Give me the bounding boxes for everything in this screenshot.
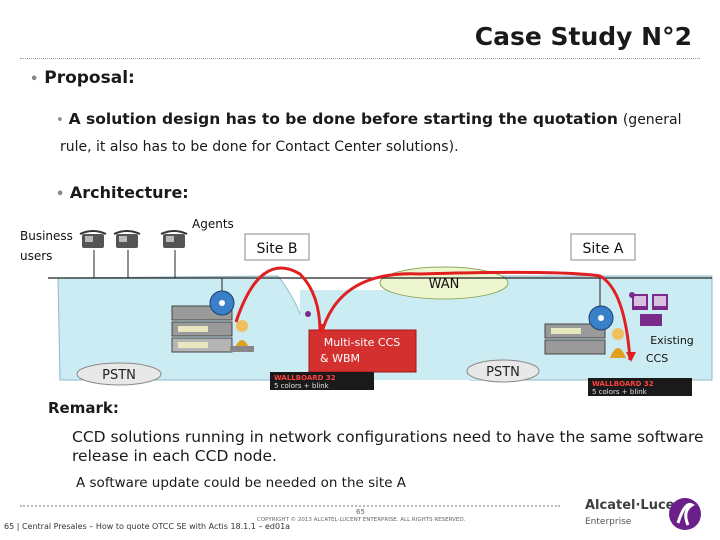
phone-icon bbox=[160, 230, 188, 248]
proposal-point-light-2: rule, it also has to be done for Contact… bbox=[60, 139, 459, 155]
phone-icon bbox=[79, 230, 107, 248]
existing-ccs-label-2: CCS bbox=[646, 352, 668, 365]
agent-icon bbox=[610, 328, 626, 358]
wan-label: WAN bbox=[429, 277, 460, 292]
svg-text:WALLBOARD 32: WALLBOARD 32 bbox=[274, 374, 336, 382]
multisite-ccs-label-2: & WBM bbox=[320, 352, 360, 365]
site-b-box bbox=[244, 233, 310, 261]
logo-subtitle: Enterprise bbox=[585, 517, 632, 527]
pstn-cloud-right bbox=[466, 359, 540, 383]
pstn-cloud-left bbox=[76, 362, 162, 386]
agents-label: Agents bbox=[192, 217, 234, 231]
remark-heading: Remark: bbox=[48, 399, 119, 417]
architecture-heading: • Architecture: bbox=[56, 183, 189, 202]
wallboard-right: WALLBOARD 32 5 colors + blink bbox=[588, 378, 692, 396]
logo-icon bbox=[669, 498, 701, 530]
bullet-icon: • bbox=[56, 113, 64, 128]
pstn-left-label: PSTN bbox=[102, 368, 136, 383]
svg-text:5 colors + blink: 5 colors + blink bbox=[592, 388, 648, 396]
pstn-right-label: PSTN bbox=[486, 365, 520, 380]
agent-icon bbox=[230, 320, 254, 352]
site-a-label: Site A bbox=[583, 241, 624, 257]
remark-text-2: A software update could be needed on the… bbox=[76, 475, 407, 491]
title-divider bbox=[20, 58, 700, 59]
proposal-heading-text: Proposal: bbox=[44, 68, 135, 88]
business-users-label-2: users bbox=[20, 249, 52, 263]
ccs-node-icon bbox=[629, 292, 635, 298]
site-link-left bbox=[234, 266, 322, 333]
site-b-label: Site B bbox=[257, 241, 298, 257]
footer-divider bbox=[20, 505, 560, 507]
svg-text:5 colors + blink: 5 colors + blink bbox=[274, 382, 330, 390]
proposal-point-light-1: (general bbox=[622, 112, 682, 128]
multisite-ccs-box bbox=[308, 329, 417, 373]
proposal-point-strong: A solution design has to be done before … bbox=[68, 110, 618, 128]
multisite-ccs-label: Multi-site CCS bbox=[324, 336, 401, 349]
wallboard-left: WALLBOARD 32 5 colors + blink bbox=[270, 372, 374, 390]
footer-text: 65 | Central Presales – How to quote OTC… bbox=[4, 522, 291, 531]
cd-disc-icon bbox=[209, 290, 235, 316]
phone-icon bbox=[113, 230, 141, 248]
bullet-icon: • bbox=[56, 187, 65, 202]
ccs-server-icon bbox=[632, 294, 668, 326]
existing-ccs-label: Existing bbox=[650, 334, 694, 347]
remark-text-1: CCD solutions running in network configu… bbox=[72, 428, 704, 465]
page-number: 65 bbox=[356, 508, 365, 516]
architecture-diagram: Multi-site CCS & WBM PSTN PSTN WALLBOARD… bbox=[20, 217, 713, 396]
proposal-point: • A solution design has to be done befor… bbox=[56, 106, 696, 161]
server-icon bbox=[544, 323, 606, 355]
bullet-icon: • bbox=[30, 72, 39, 87]
site-link-arrow-left bbox=[318, 324, 326, 334]
page-title: Case Study N°2 bbox=[474, 22, 692, 51]
site-link-right bbox=[320, 270, 632, 361]
copyright-text: COPYRIGHT © 2013 ALCATEL-LUCENT ENTERPRI… bbox=[257, 517, 466, 523]
site-a-box bbox=[570, 233, 636, 261]
architecture-heading-text: Architecture: bbox=[69, 183, 189, 202]
logo-name: Alcatel·Lucent bbox=[585, 498, 690, 513]
cd-disc-icon bbox=[588, 305, 614, 331]
site-link-arrow-right bbox=[626, 352, 636, 362]
business-users-label: Business bbox=[20, 229, 73, 243]
svg-text:WALLBOARD 32: WALLBOARD 32 bbox=[592, 380, 654, 388]
proposal-heading: • Proposal: bbox=[30, 68, 135, 88]
multisite-node-icon bbox=[305, 311, 311, 317]
